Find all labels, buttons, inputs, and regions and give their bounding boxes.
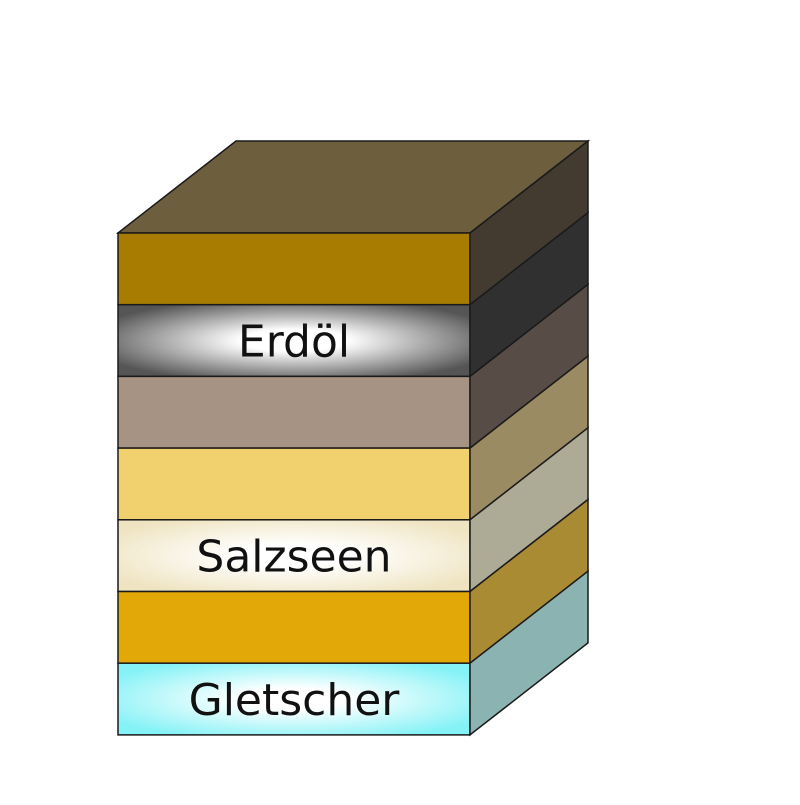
layer-front-4 — [118, 448, 470, 520]
layer-front-1 — [118, 233, 470, 305]
layer-label-7: Gletscher — [189, 675, 401, 726]
layer-front-3 — [118, 376, 470, 448]
layer-label-2: Erdöl — [238, 317, 350, 368]
layer-front-6 — [118, 592, 470, 664]
layer-label-5: Salzseen — [196, 532, 391, 583]
